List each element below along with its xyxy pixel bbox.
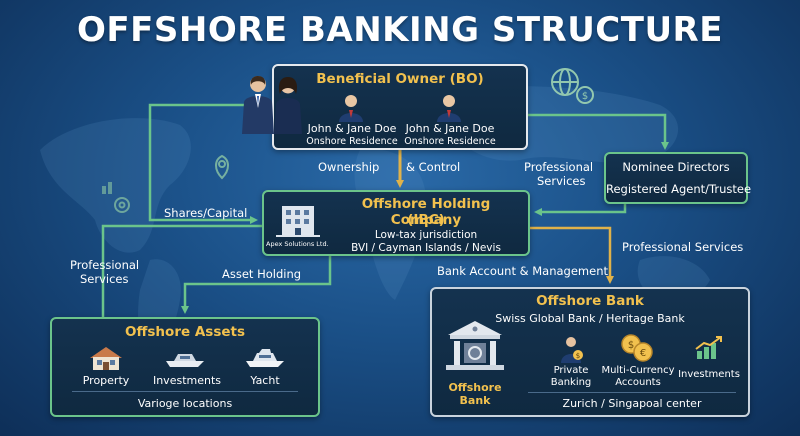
beneficial-owner-heading: Beneficial Owner (BO) — [316, 71, 484, 87]
asset-holding-label: Asset Holding — [222, 267, 302, 281]
page-title: OFFSHORE BANKING STRUCTURE — [77, 10, 723, 50]
nominee-directors-label: Nominee Directors — [622, 160, 730, 174]
ownership-label: Ownership — [318, 160, 380, 174]
gear-icon — [114, 197, 130, 213]
boat-icon — [166, 354, 204, 367]
bar-chart-icon — [102, 182, 112, 194]
divider — [528, 392, 736, 393]
bank-building-icon — [446, 321, 504, 370]
offshore-assets-heading: Offshore Assets — [124, 324, 245, 340]
asset-property-label: Property — [82, 374, 130, 387]
professional-services-top-label-1: Professional — [524, 160, 594, 174]
service-private-banking-1: Private — [553, 365, 589, 376]
offshore-bank-heading: Offshore Bank — [536, 293, 644, 309]
offshore-assets-box: Offshore Assets Property Investments Yac… — [50, 317, 320, 417]
svg-text:$: $ — [582, 91, 588, 102]
bo-to-nominee-connector — [528, 113, 669, 150]
person-icon — [437, 95, 461, 122]
professional-services-left-label-2: Services — [80, 272, 129, 286]
holding-company-heading: Offshore Holding Company — [361, 196, 491, 228]
service-private-banking-2: Banking — [550, 377, 592, 388]
service-multi-currency-1: Multi-Currency — [601, 365, 675, 376]
svg-text:$: $ — [628, 340, 634, 351]
bank-account-connector — [530, 226, 614, 284]
svg-text:$: $ — [576, 352, 580, 360]
jurisdiction-list: BVI / Cayman Islands / Nevis — [351, 242, 501, 254]
service-investments: Investments — [678, 369, 740, 380]
assets-footer: Varioge locations — [137, 397, 233, 410]
holding-company-heading-ibc: (IBC) — [407, 212, 445, 228]
bank-account-label: Bank Account & Management — [437, 264, 609, 278]
offshore-bank-box: Offshore Bank Swiss Global Bank / Herita… — [430, 287, 750, 417]
business-couple-icon — [242, 76, 302, 134]
yacht-icon — [246, 349, 284, 367]
bank-names: Swiss Global Bank / Heritage Bank — [495, 312, 685, 325]
service-multi-currency-2: Accounts — [615, 377, 661, 388]
bank-footer: Zurich / Singapoal center — [562, 397, 702, 410]
shares-capital-connector — [148, 103, 272, 224]
beneficial-owner-box: Beneficial Owner (BO) John & Jane Doe On… — [272, 64, 528, 150]
professional-services-left-connector — [101, 224, 262, 317]
owner-residence-2: Onshore Residence — [404, 136, 496, 147]
owner-residence-1: Onshore Residence — [306, 136, 398, 147]
asset-holding-connector — [181, 256, 332, 314]
owner-name-2: John & Jane Doe — [405, 122, 495, 135]
professional-services-top-label-2: Services — [537, 174, 586, 188]
coins-icon: $ € — [621, 334, 653, 362]
control-label: & Control — [406, 160, 461, 174]
globe-icon — [551, 68, 579, 96]
house-icon — [90, 347, 122, 370]
bank-building-caption: Offshore Bank — [448, 381, 502, 407]
registered-agent-label: Registered Agent/Trustee — [606, 182, 752, 196]
person-icon — [339, 95, 363, 122]
asset-investments-label: Investments — [152, 374, 222, 387]
location-pin-icon — [215, 154, 229, 180]
nominee-to-ibc-connector — [534, 204, 627, 216]
professional-services-right-label: Professional Services — [622, 240, 744, 254]
shares-capital-label: Shares/Capital — [164, 206, 248, 220]
dollar-coin-icon: $ — [576, 86, 594, 104]
building-caption: Apex Solutions Ltd. — [266, 240, 329, 248]
professional-services-left-label-1: Professional — [70, 258, 140, 272]
asset-yacht-label: Yacht — [250, 374, 280, 387]
divider — [72, 391, 298, 392]
owner-name-1: John & Jane Doe — [307, 122, 397, 135]
banker-icon: $ — [561, 337, 583, 363]
office-building-icon — [276, 206, 320, 237]
svg-text:€: € — [640, 348, 646, 359]
jurisdiction-label: Low-tax jurisdiction — [374, 229, 478, 241]
holding-company-box: Apex Solutions Ltd. Offshore Holding Com… — [262, 190, 530, 256]
growth-chart-icon — [695, 336, 722, 359]
nominee-box: Nominee Directors Registered Agent/Trust… — [604, 152, 752, 204]
